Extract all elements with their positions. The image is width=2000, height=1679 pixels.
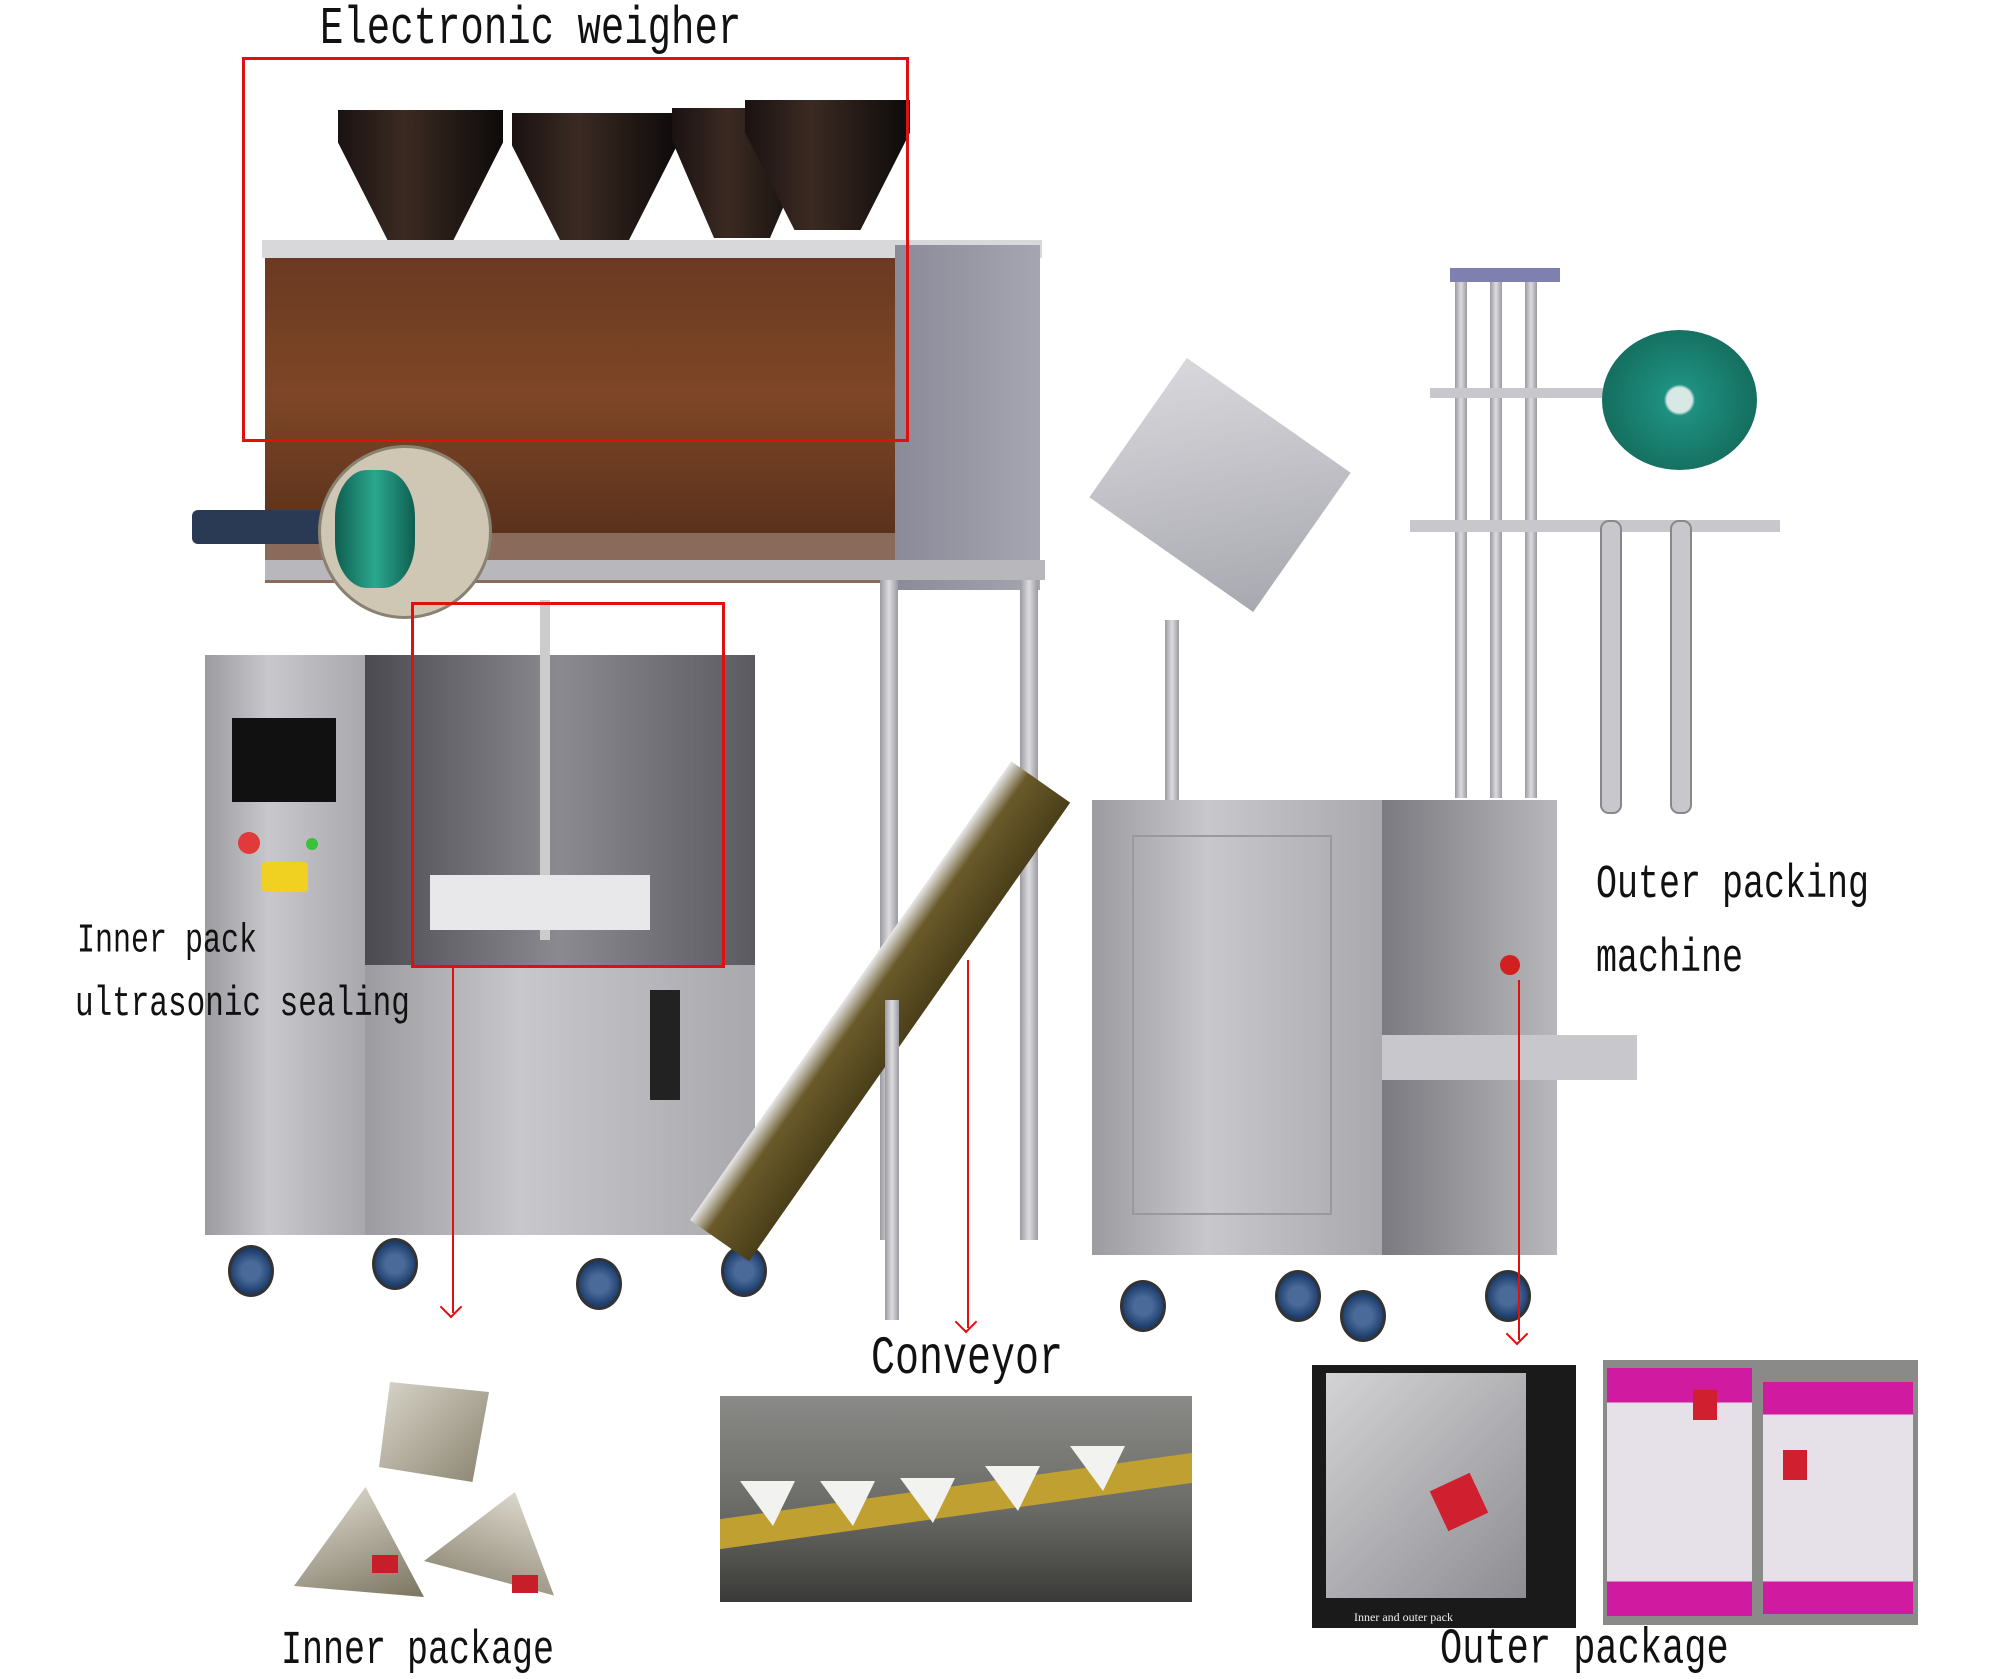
caster-wheel xyxy=(372,1238,418,1290)
label-inner-package: Inner package xyxy=(281,1623,555,1678)
conveyor-leg xyxy=(885,1000,899,1320)
emergency-stop-button[interactable] xyxy=(238,832,260,854)
tea-bag xyxy=(294,1487,424,1597)
outer-package-photo-clear: Inner and outer pack xyxy=(1312,1365,1576,1628)
roll-arm xyxy=(1430,388,1660,398)
frame-post xyxy=(1455,268,1467,798)
bag-former xyxy=(1670,520,1692,814)
label-machine: machine xyxy=(1596,931,1744,986)
tea-bag xyxy=(379,1382,489,1482)
label-electronic-weigher: Electronic weigher xyxy=(320,0,742,60)
label-ultrasonic-sealing: ultrasonic sealing xyxy=(75,981,410,1029)
machine-cabinet-lower xyxy=(365,965,755,1235)
label-conveyor: Conveyor xyxy=(871,1329,1064,1391)
arrow-to-inner-package-icon xyxy=(452,968,454,1313)
bag-outlet xyxy=(650,990,680,1100)
tea-tag xyxy=(372,1555,398,1573)
start-indicator xyxy=(306,838,318,850)
tea-tag xyxy=(1783,1450,1807,1480)
cabinet-door[interactable] xyxy=(1132,835,1332,1215)
discharge-chute xyxy=(1382,1035,1637,1080)
conveyor-rail xyxy=(720,1452,1192,1550)
caster-wheel xyxy=(1275,1270,1321,1322)
label-outer-packing: Outer packing xyxy=(1596,857,1870,912)
ultrasonic-sealer xyxy=(430,875,650,930)
clear-bag xyxy=(1326,1373,1526,1598)
tea-tag xyxy=(512,1575,538,1593)
weigher-side-panel xyxy=(895,245,1040,590)
caster-wheel xyxy=(576,1258,622,1310)
inner-package-photo xyxy=(284,1367,561,1625)
frame-post xyxy=(1525,268,1537,798)
caster-wheel xyxy=(1120,1280,1166,1332)
arrow-to-conveyor-icon xyxy=(967,960,969,1328)
frame-post xyxy=(1490,268,1502,798)
printed-bag xyxy=(1763,1382,1913,1614)
sealing-highlight-box xyxy=(411,602,725,968)
weigher-top-plate xyxy=(262,240,1042,258)
forming-tube xyxy=(540,600,550,940)
touch-screen[interactable] xyxy=(232,718,336,802)
film-roll xyxy=(335,470,415,588)
conveyor-photo xyxy=(720,1396,1192,1602)
film-shaft xyxy=(192,510,342,544)
frame-top xyxy=(1450,268,1560,282)
conveyor-head xyxy=(1089,358,1351,612)
frame-leg xyxy=(1020,580,1038,1240)
tea-tag xyxy=(1693,1390,1717,1420)
arrow-to-outer-package-icon xyxy=(1518,980,1520,1340)
outer-package-photo-printed xyxy=(1603,1360,1918,1625)
power-switch[interactable] xyxy=(262,862,308,892)
outer-film-roll xyxy=(1602,330,1757,470)
label-inner-pack: Inner pack xyxy=(77,919,258,966)
photo-caption: Inner and outer pack xyxy=(1354,1610,1453,1624)
label-outer-package: Outer package xyxy=(1440,1621,1729,1679)
bag-former xyxy=(1600,520,1622,814)
outer-machine-side xyxy=(1382,800,1557,1255)
guide-rail xyxy=(1410,520,1780,532)
weigher-highlight-box xyxy=(242,57,909,442)
sealing-knob xyxy=(1500,955,1520,975)
printed-bag xyxy=(1607,1368,1752,1616)
caster-wheel xyxy=(228,1245,274,1297)
caster-wheel xyxy=(1485,1270,1531,1322)
caster-wheel xyxy=(1340,1290,1386,1342)
outer-machine-cabinet xyxy=(1092,800,1382,1255)
